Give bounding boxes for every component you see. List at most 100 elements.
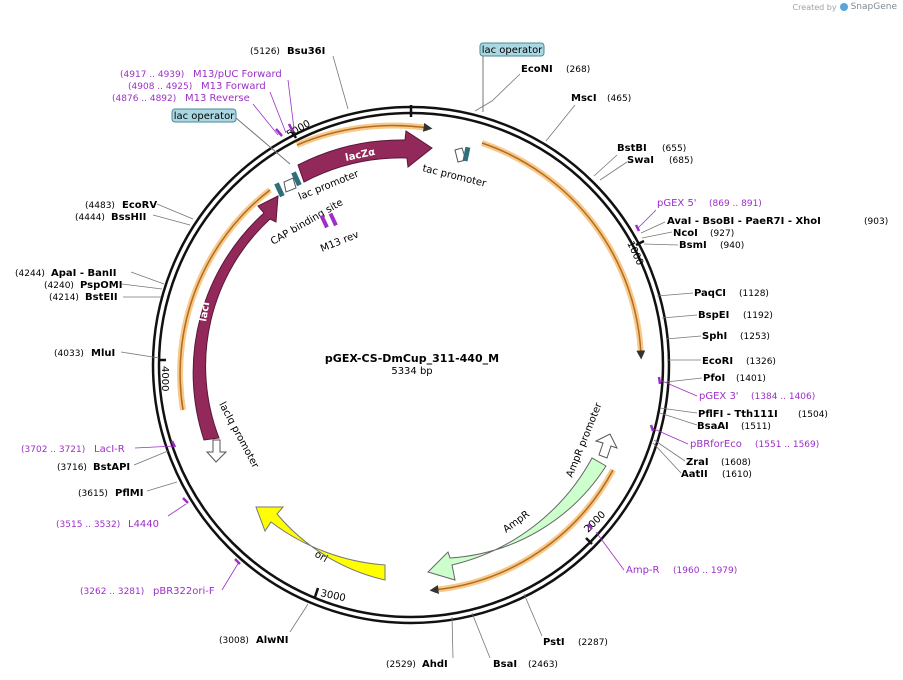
site-pos: (3716) (57, 463, 87, 473)
site-paqci[interactable]: PaqCI (1128) (694, 288, 769, 299)
primer-pos: (4876 .. 4892) (112, 94, 176, 104)
primer-pbr322[interactable]: (3262 .. 3281) pBR322ori-F (80, 586, 215, 597)
site-swai[interactable]: SwaI (685) (627, 155, 693, 166)
site-pos: (465) (607, 94, 631, 104)
site-pos: (1610) (722, 470, 752, 480)
tick-label-4000: 4000 (159, 366, 170, 391)
site-apai[interactable]: (4244) ApaI - BanII (15, 268, 116, 279)
lac-operator-left[interactable]: lac operator (171, 108, 237, 123)
site-pos: (2529) (386, 660, 416, 670)
primer-name: pGEX 3' (699, 391, 739, 402)
lac-operator-left-label: lac operator (174, 111, 235, 122)
feature-ampr[interactable] (427, 457, 607, 581)
site-alwni[interactable]: (3008) AlwNI (219, 635, 289, 646)
site-psti[interactable]: PstI (2287) (543, 637, 608, 648)
site-ahdi[interactable]: (2529) AhdI (386, 659, 448, 670)
site-bsmi[interactable]: BsmI (940) (679, 240, 744, 251)
primer-laci-r[interactable]: (3702 .. 3721) LacI-R (21, 444, 125, 455)
site-ecori[interactable]: EcoRI (1326) (702, 356, 776, 367)
site-pos: (268) (566, 65, 590, 75)
primer-m13rev[interactable]: (4876 .. 4892) M13 Reverse (112, 93, 250, 104)
site-pfoi[interactable]: PfoI (1401) (703, 373, 766, 384)
site-pos: (3008) (219, 636, 249, 646)
primer-pbrforeco[interactable]: pBRforEco (1551 .. 1569) (690, 439, 819, 450)
backbone-inner-strand (157, 111, 665, 619)
site-name: BstEII (85, 292, 118, 303)
site-bspei[interactable]: BspEI (1192) (698, 310, 773, 321)
site-pfimi[interactable]: (3615) PflMI (78, 488, 143, 499)
site-avai[interactable]: AvaI - BsoBI - PaeR7I - XhoI (903) (667, 216, 888, 227)
site-bstapi[interactable]: (3716) BstAPI (57, 462, 130, 473)
orf-arc-right-line (481, 142, 646, 360)
site-pos: (1608) (721, 458, 751, 468)
tick-mark-1000 (635, 239, 645, 247)
site-pos: (903) (864, 217, 888, 227)
site-bsshii[interactable]: (4444) BssHII (75, 212, 146, 223)
feature-ori[interactable] (255, 506, 386, 581)
site-name: EcoRI (702, 356, 733, 367)
site-pos: (4240) (44, 281, 74, 291)
site-name: AatII (681, 469, 708, 480)
site-pos: (3615) (78, 489, 108, 499)
primer-name: pBRforEco (690, 439, 742, 450)
site-pos: (1511) (741, 422, 771, 432)
site-pos: (655) (662, 144, 686, 154)
feature-lac-promoter[interactable] (283, 177, 297, 193)
site-ecorv[interactable]: (4483) EcoRV (85, 200, 157, 211)
feature-cap-site[interactable] (274, 182, 285, 198)
orf-arc-left-line (179, 189, 271, 411)
site-aatii[interactable]: AatII (1610) (681, 469, 752, 480)
backbone-outer-strand (151, 105, 671, 625)
primer-pos: (1960 .. 1979) (673, 566, 737, 576)
site-name: MscI (571, 93, 597, 104)
feature-m13-rev-mark-a[interactable] (319, 214, 329, 229)
tick-mark-2000 (585, 537, 593, 545)
site-bsteii[interactable]: (4214) BstEII (49, 292, 118, 303)
primer-ampr[interactable]: Amp-R (1960 .. 1979) (626, 565, 737, 576)
site-bsaai[interactable]: BsaAI (1511) (697, 421, 771, 432)
site-name: PstI (543, 637, 565, 648)
site-name: BsmI (679, 240, 707, 251)
primer-pos: (4908 .. 4925) (128, 82, 192, 92)
feature-label-laciq-promoter: lacIq promoter (216, 400, 261, 471)
primer-pos: (3262 .. 3281) (80, 587, 144, 597)
plasmid-name: pGEX-CS-DmCup_311-440_M (325, 352, 499, 365)
primer-l4440[interactable]: (3515 .. 3532) L4440 (56, 519, 159, 530)
primer-pgex5[interactable]: pGEX 5' (869 .. 891) (657, 198, 762, 209)
site-sphi[interactable]: SphI (1253) (702, 331, 770, 342)
primer-m13fwd[interactable]: (4908 .. 4925) M13 Forward (128, 81, 266, 92)
feature-laci[interactable] (192, 195, 279, 441)
site-name: PaqCI (694, 288, 726, 299)
site-bstbi[interactable]: BstBI (655) (617, 143, 686, 154)
site-pflfi[interactable]: PflFI - Tth111I (1504) (698, 409, 828, 420)
feature-ampr-promoter[interactable] (594, 433, 618, 459)
site-mlui[interactable]: (4033) MluI (54, 348, 115, 359)
feature-lacza[interactable] (297, 130, 433, 183)
site-pos: (4214) (49, 293, 79, 303)
feature-m13-rev-mark-b[interactable] (328, 212, 338, 227)
feature-lac-operator-mark[interactable] (291, 171, 302, 187)
site-ncoi[interactable]: NcoI (927) (673, 228, 734, 239)
feature-laciq-promoter[interactable] (205, 439, 228, 463)
site-zrai[interactable]: ZraI (1608) (686, 457, 751, 468)
site-pos: (5126) (250, 47, 280, 57)
primer-marks (170, 123, 662, 565)
site-econi[interactable]: EcoNI (268) (521, 64, 590, 75)
site-name: PflFI - Tth111I (698, 409, 778, 420)
site-bsai[interactable]: BsaI (2463) (493, 659, 558, 670)
site-pos: (1401) (736, 374, 766, 384)
tick-label-3000: 3000 (319, 588, 346, 604)
site-pos: (685) (669, 156, 693, 166)
primer-m13puc[interactable]: (4917 .. 4939) M13/pUC Forward (120, 69, 282, 80)
site-name: BsaI (493, 659, 517, 670)
site-msci[interactable]: MscI (465) (571, 93, 631, 104)
site-name: AlwNI (256, 635, 289, 646)
primer-name: M13/pUC Forward (193, 69, 282, 80)
site-pos: (4444) (75, 213, 105, 223)
site-bsu36i[interactable]: (5126) Bsu36I (250, 46, 325, 57)
site-pos: (1253) (740, 332, 770, 342)
site-pspomi[interactable]: (4240) PspOMI (44, 280, 122, 291)
lac-operator-top[interactable]: lac operator (479, 42, 545, 57)
site-name: BstBI (617, 143, 647, 154)
primer-pgex3[interactable]: pGEX 3' (1384 .. 1406) (699, 391, 815, 402)
